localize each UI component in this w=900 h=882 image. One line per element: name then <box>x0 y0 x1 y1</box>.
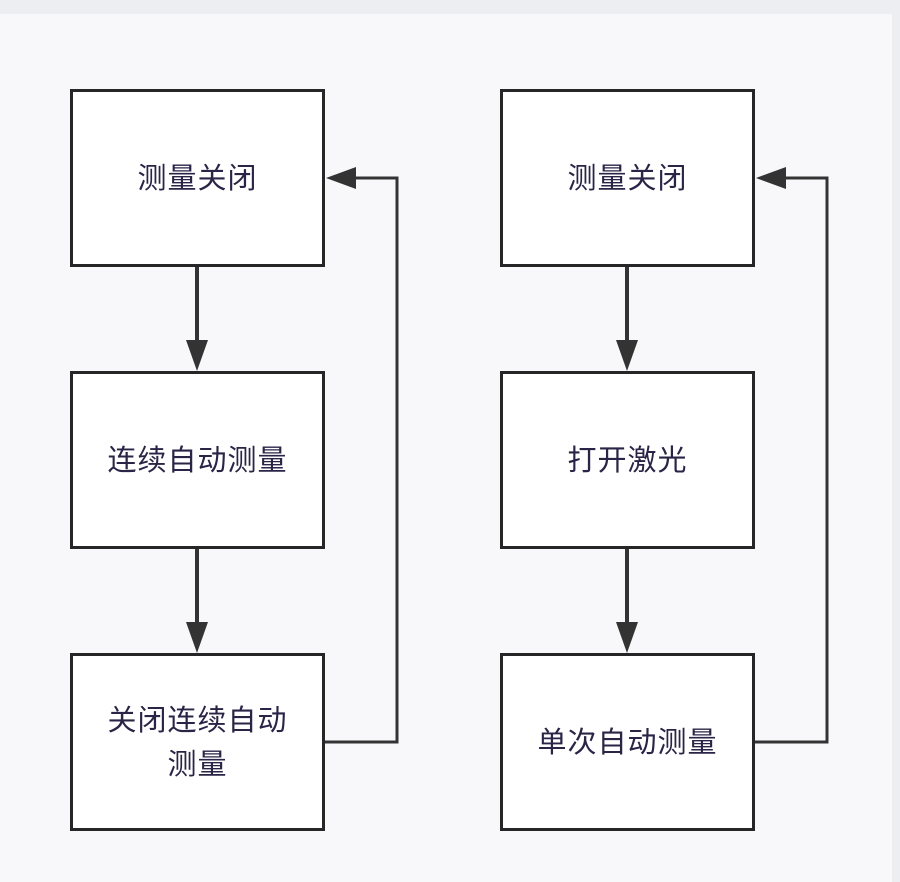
left-arrowhead-2-3 <box>186 622 208 653</box>
left-box-measure-off: 测量关闭 <box>70 89 325 267</box>
left-box-continuous-auto-measure-label: 连续自动测量 <box>107 443 288 477</box>
right-loop-arrowhead <box>756 167 786 189</box>
right-border-strip <box>892 0 900 882</box>
right-arrowhead-2-3 <box>616 622 638 653</box>
right-loop-connector <box>755 176 829 744</box>
left-loop-arrowhead <box>326 167 356 189</box>
left-box-continuous-auto-measure: 连续自动测量 <box>70 371 325 549</box>
top-border-strip <box>0 0 900 14</box>
right-box-laser-on: 打开激光 <box>500 371 755 549</box>
left-loop-connector <box>325 176 399 744</box>
right-box-single-auto-measure-label: 单次自动测量 <box>537 725 718 759</box>
left-box-stop-continuous-measure: 关闭连续自动测量 <box>70 653 325 831</box>
right-arrowhead-1-2 <box>616 340 638 371</box>
left-box-measure-off-label: 测量关闭 <box>137 161 258 195</box>
right-box-measure-off: 测量关闭 <box>500 89 755 267</box>
left-box-stop-continuous-measure-label: 关闭连续自动测量 <box>107 703 288 781</box>
left-arrowhead-1-2 <box>186 340 208 371</box>
right-box-single-auto-measure: 单次自动测量 <box>500 653 755 831</box>
right-box-laser-on-label: 打开激光 <box>567 443 688 477</box>
right-box-measure-off-label: 测量关闭 <box>567 161 688 195</box>
